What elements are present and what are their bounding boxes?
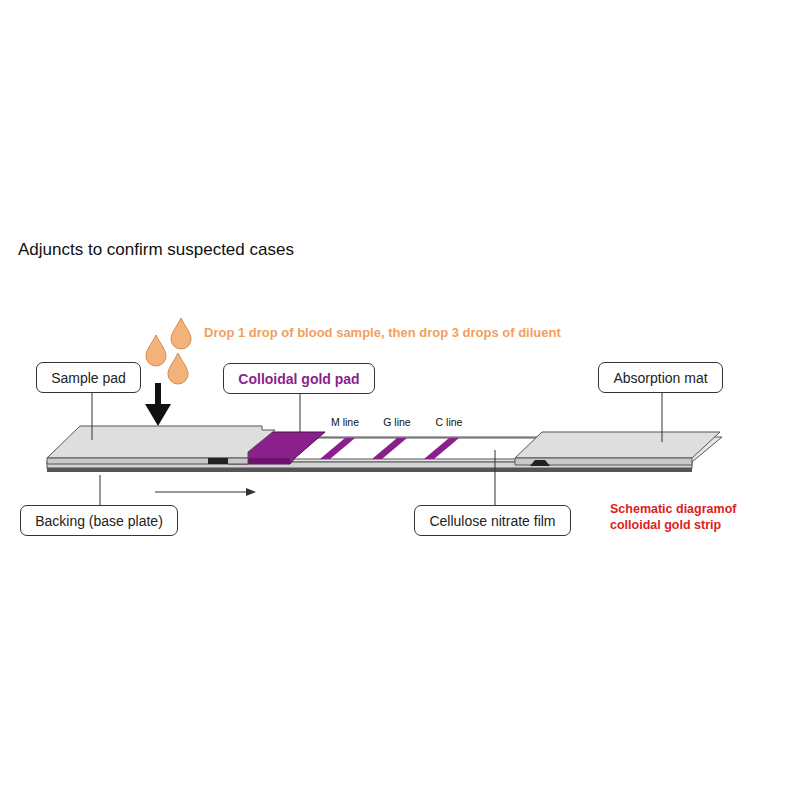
absorption-mat-top <box>515 432 720 458</box>
absorption-mat-front <box>515 458 692 465</box>
line-label: C line <box>436 416 463 428</box>
callout-text: Sample pad <box>51 370 126 386</box>
g-line <box>372 438 407 459</box>
callout-box: Cellulose nitrate film <box>414 505 571 536</box>
c-line <box>424 438 459 459</box>
drop-arrow <box>145 383 171 426</box>
flow-arrow <box>155 492 248 493</box>
instruction-note: Drop 1 drop of blood sample, then drop 3… <box>204 325 561 340</box>
sample-pad-top <box>47 426 275 458</box>
sample-pad-gap <box>208 458 228 464</box>
callout-text: Absorption mat <box>613 370 707 386</box>
leader-lines <box>92 393 662 505</box>
flow-arrow-head <box>246 488 256 496</box>
callout-box: Absorption mat <box>598 362 723 393</box>
line-label: G line <box>383 416 410 428</box>
caption: Schematic diagramof colloidal gold strip <box>610 502 760 533</box>
callout-box: Colloidal gold pad <box>223 363 375 394</box>
callout-text: Backing (base plate) <box>35 513 163 529</box>
drops <box>146 318 191 384</box>
callout-box: Backing (base plate) <box>20 505 178 536</box>
backing-bottom <box>47 468 692 472</box>
absorption-mat-shadow <box>530 460 550 466</box>
m-line <box>320 438 355 459</box>
sample-pad-front <box>47 458 248 464</box>
callout-text: Cellulose nitrate film <box>429 513 555 529</box>
line-label: M line <box>331 416 359 428</box>
callout-box: Sample pad <box>36 362 141 393</box>
callout-text: Colloidal gold pad <box>238 371 359 387</box>
title: Adjuncts to confirm suspected cases <box>18 240 294 260</box>
